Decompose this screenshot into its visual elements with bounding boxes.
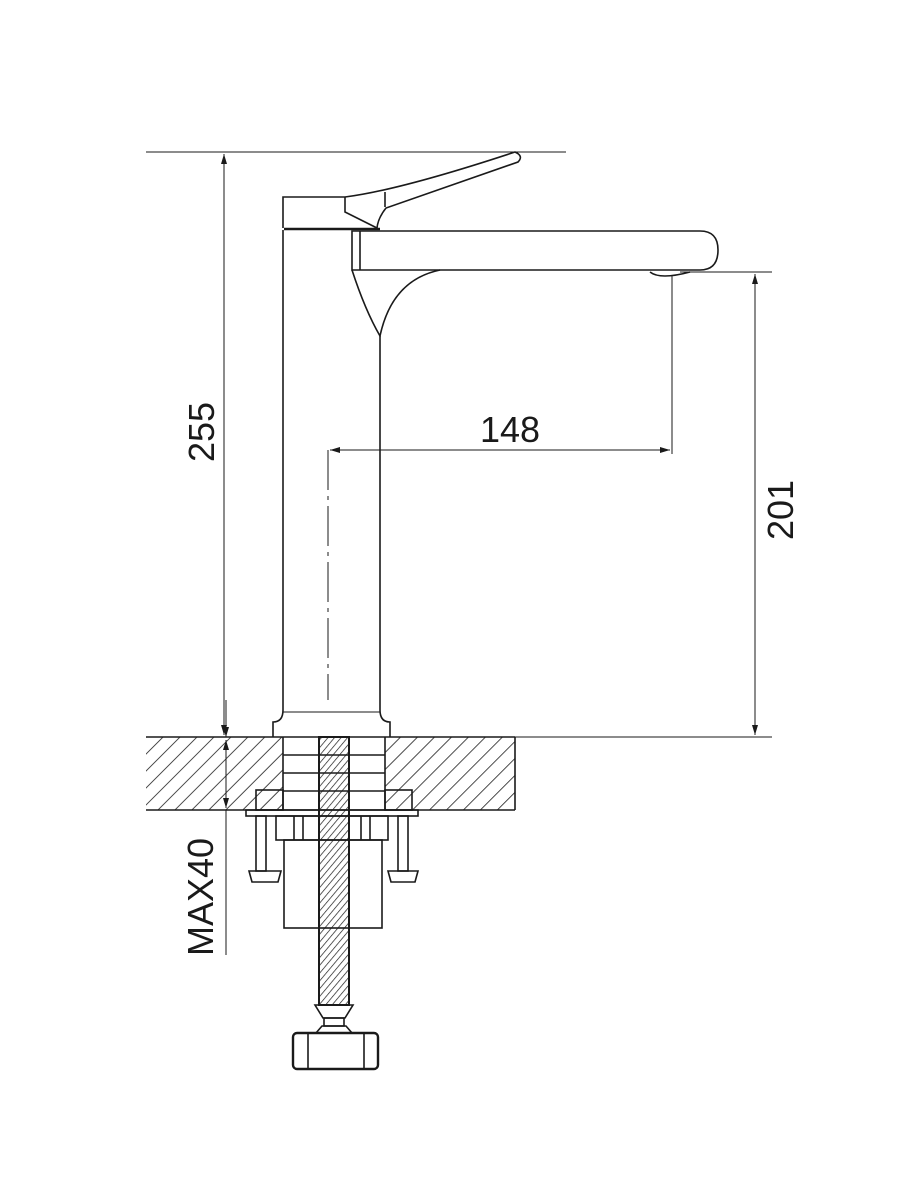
- countertop-section: [146, 736, 516, 811]
- reach-dimension-148: 148: [330, 276, 673, 454]
- faucet-body: [272, 230, 391, 737]
- height-dimension-255: 255: [181, 154, 227, 735]
- threaded-rod: [313, 736, 355, 1034]
- hex-nut: [291, 1031, 380, 1071]
- dimension-label-max40: MAX40: [180, 838, 221, 956]
- spout-height-dimension-201: 201: [390, 271, 801, 738]
- dimension-label-255: 255: [181, 402, 222, 462]
- dimension-label-201: 201: [760, 480, 801, 540]
- counter-thickness-dimension: MAX40: [180, 700, 229, 956]
- faucet-handle: [282, 151, 522, 231]
- faucet-spout: [351, 230, 719, 339]
- dimension-label-148: 148: [480, 409, 540, 450]
